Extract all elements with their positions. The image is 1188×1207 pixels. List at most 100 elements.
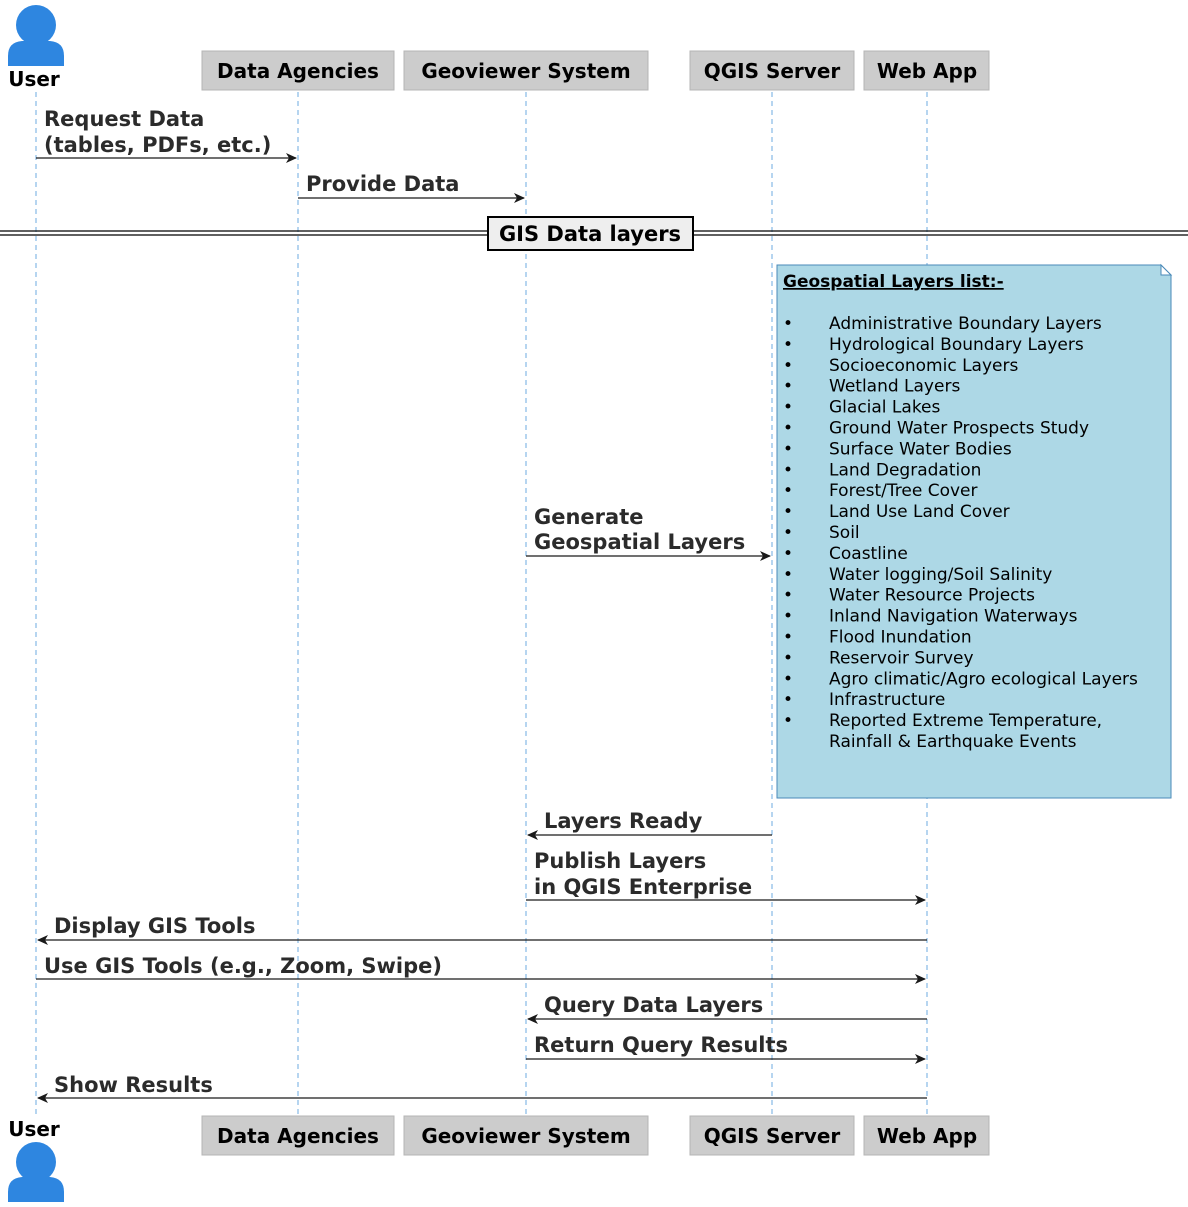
message-return-query-results: Return Query Results <box>526 1033 926 1064</box>
message-display-gis-tools: Display GIS Tools <box>37 914 927 945</box>
note-list-item: Coastline <box>829 544 908 564</box>
message-generate-layers: Generate Geospatial Layers <box>526 505 771 561</box>
message-provide-data: Provide Data <box>298 172 525 203</box>
note-list-item: Agro climatic/Agro ecological Layers <box>829 669 1138 689</box>
note-list-item: Land Degradation <box>829 460 981 480</box>
message-layers-ready-line1: Layers Ready <box>544 809 703 833</box>
participant-data-agencies-label: Data Agencies <box>217 59 379 83</box>
arrowhead-right-icon <box>915 895 926 905</box>
participant-geoviewer-system-label: Geoviewer System <box>421 59 630 83</box>
note-bullet-icon: • <box>783 711 793 731</box>
message-layers-ready: Layers Ready <box>527 809 772 840</box>
note-list-item: Socioeconomic Layers <box>829 356 1018 376</box>
note-bullet-icon: • <box>783 607 793 627</box>
arrowhead-left-icon <box>37 935 48 945</box>
message-request-data-line2: (tables, PDFs, etc.) <box>44 133 271 157</box>
note-list-item: Rainfall & Earthquake Events <box>829 732 1077 752</box>
note-list-item: Administrative Boundary Layers <box>829 314 1102 334</box>
message-use-gis-tools-line1: Use GIS Tools (e.g., Zoom, Swipe) <box>44 954 442 978</box>
divider-gis-data-layers: GIS Data layers <box>0 216 1188 251</box>
actor-user-top: User <box>8 5 64 91</box>
note-bullet-icon: • <box>783 523 793 543</box>
participant-data-agencies-bottom: Data Agencies <box>201 1115 395 1156</box>
note-list-item: Water logging/Soil Salinity <box>829 565 1052 585</box>
note-bullet-icon: • <box>783 398 793 418</box>
message-generate-layers-line2: Geospatial Layers <box>534 530 745 554</box>
note-bullet-icon: • <box>783 356 793 376</box>
note-bullet-icon: • <box>783 460 793 480</box>
message-generate-layers-line1: Generate <box>534 505 643 529</box>
participant-qgis-server-bottom: QGIS Server <box>689 1115 855 1156</box>
message-return-query-results-line1: Return Query Results <box>534 1033 788 1057</box>
participant-geoviewer-system-bottom: Geoviewer System <box>403 1115 649 1156</box>
message-use-gis-tools: Use GIS Tools (e.g., Zoom, Swipe) <box>36 954 926 984</box>
note-bullet-icon: • <box>783 335 793 355</box>
note-list-item: Reservoir Survey <box>829 648 974 668</box>
message-provide-data-line1: Provide Data <box>306 172 459 196</box>
actor-user-label: User <box>8 67 60 91</box>
user-icon <box>8 1142 64 1202</box>
note-list-item: Ground Water Prospects Study <box>829 419 1089 439</box>
participant-geoviewer-system-top: Geoviewer System <box>403 50 649 91</box>
note-bullet-icon: • <box>783 502 793 522</box>
participant-geoviewer-system-label-bottom: Geoviewer System <box>421 1124 630 1148</box>
participant-web-app-label-bottom: Web App <box>877 1124 977 1148</box>
participant-qgis-server-top: QGIS Server <box>689 50 855 91</box>
message-display-gis-tools-line1: Display GIS Tools <box>54 914 255 938</box>
note-list-item: Forest/Tree Cover <box>829 481 978 501</box>
message-request-data-line1: Request Data <box>44 107 204 131</box>
participant-qgis-server-label: QGIS Server <box>704 59 841 83</box>
note-list-item: Land Use Land Cover <box>829 502 1010 522</box>
note-bullet-icon: • <box>783 377 793 397</box>
actor-user-label-bottom: User <box>8 1117 60 1141</box>
note-list-item: Soil <box>829 523 860 543</box>
note-bullet-icon: • <box>783 586 793 606</box>
note-bullet-icon: • <box>783 439 793 459</box>
arrowhead-right-icon <box>760 551 771 561</box>
message-publish-layers-line2: in QGIS Enterprise <box>534 875 752 899</box>
note-bullet-icon: • <box>783 481 793 501</box>
note-list-item: Water Resource Projects <box>829 586 1035 606</box>
participant-web-app-top: Web App <box>863 50 990 91</box>
message-show-results-line1: Show Results <box>54 1073 213 1097</box>
note-bullet-icon: • <box>783 628 793 648</box>
participant-qgis-server-label-bottom: QGIS Server <box>704 1124 841 1148</box>
arrowhead-left-icon <box>37 1093 48 1103</box>
note-bullet-icon: • <box>783 648 793 668</box>
note-bullet-icon: • <box>783 419 793 439</box>
note-bullet-icon: • <box>783 544 793 564</box>
message-request-data: Request Data (tables, PDFs, etc.) <box>36 107 297 163</box>
divider-label: GIS Data layers <box>499 222 681 246</box>
arrowhead-left-icon <box>527 1014 538 1024</box>
arrowhead-right-icon <box>514 193 525 203</box>
participant-web-app-label: Web App <box>877 59 977 83</box>
participant-web-app-bottom: Web App <box>863 1115 990 1156</box>
message-show-results: Show Results <box>37 1073 927 1103</box>
message-publish-layers: Publish Layers in QGIS Enterprise <box>526 849 926 905</box>
message-query-data-layers-line1: Query Data Layers <box>544 993 763 1017</box>
arrowhead-right-icon <box>286 153 297 163</box>
note-bullet-icon: • <box>783 690 793 710</box>
note-list-item: Wetland Layers <box>829 377 960 397</box>
note-list-item: Glacial Lakes <box>829 398 941 418</box>
note-list-item: Hydrological Boundary Layers <box>829 335 1084 355</box>
note-title: Geospatial Layers list:- <box>783 272 1004 292</box>
participant-data-agencies-label-bottom: Data Agencies <box>217 1124 379 1148</box>
note-bullet-icon: • <box>783 565 793 585</box>
actor-user-bottom: User <box>8 1117 64 1202</box>
arrowhead-left-icon <box>527 830 538 840</box>
note-list-item: Surface Water Bodies <box>829 439 1012 459</box>
note-geospatial-layers: Geospatial Layers list:- • Administrative… <box>776 263 1173 799</box>
note-list-item: Flood Inundation <box>829 628 972 648</box>
note-list-item: Infrastructure <box>829 690 945 710</box>
arrowhead-right-icon <box>915 974 926 984</box>
note-list-item: Reported Extreme Temperature, <box>829 711 1102 731</box>
participant-data-agencies-top: Data Agencies <box>201 50 395 91</box>
note-bullet-icon: • <box>783 669 793 689</box>
message-query-data-layers: Query Data Layers <box>527 993 927 1024</box>
arrowhead-right-icon <box>915 1054 926 1064</box>
note-list-item: Inland Navigation Waterways <box>829 607 1078 627</box>
message-publish-layers-line1: Publish Layers <box>534 849 706 873</box>
user-icon <box>8 5 64 66</box>
